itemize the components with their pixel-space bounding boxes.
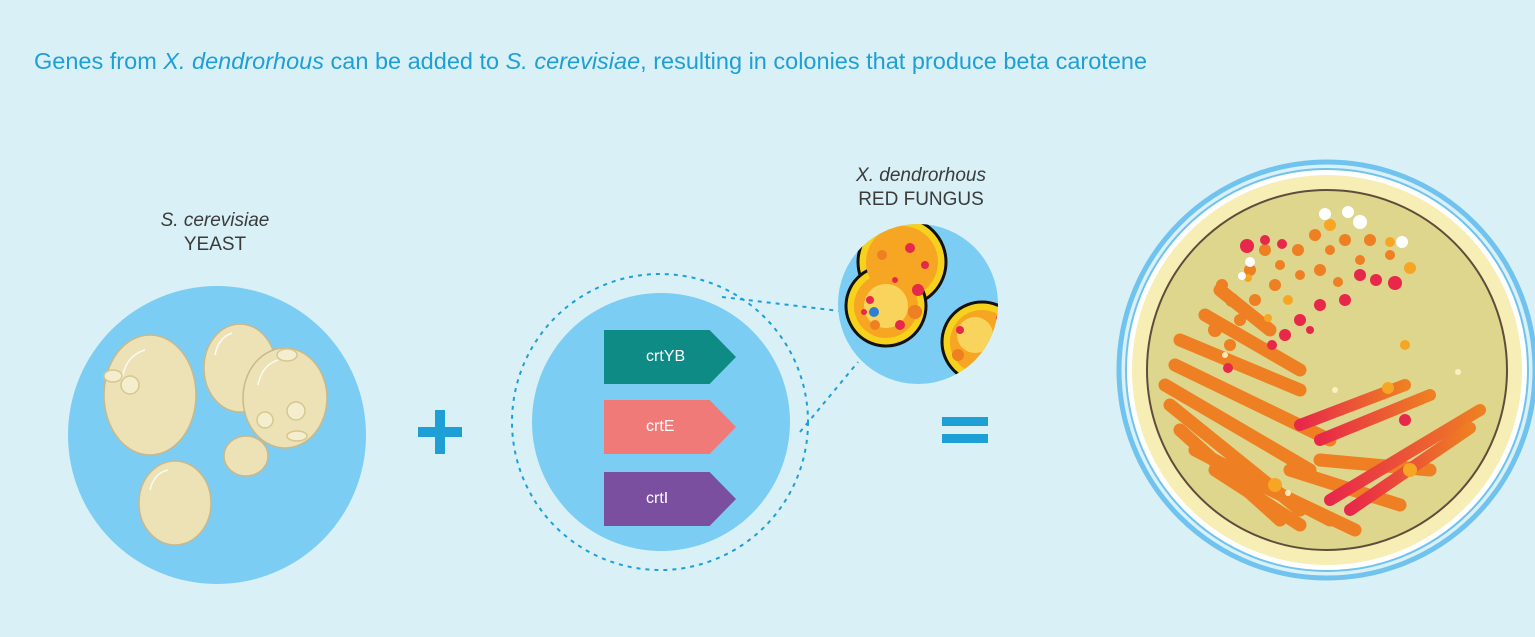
petri-dish-illustration — [0, 0, 1535, 637]
